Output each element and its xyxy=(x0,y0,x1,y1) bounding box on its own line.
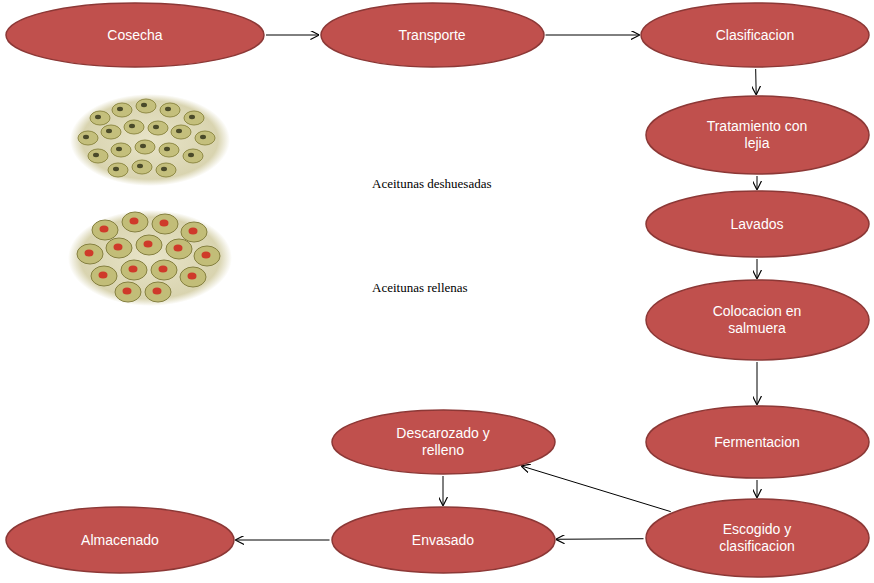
step-label: Envasado xyxy=(412,532,474,549)
step-label: Descarozado y relleno xyxy=(383,425,503,459)
process-ellipse: Almacenado xyxy=(5,506,235,574)
olive xyxy=(159,143,179,157)
ellipse-shape xyxy=(332,507,555,573)
step-label: Cosecha xyxy=(107,27,162,44)
olive xyxy=(78,131,98,145)
ellipse-shape xyxy=(641,3,869,67)
process-ellipse: Descarozado y relleno xyxy=(331,409,556,475)
caption-label: Aceitunas deshuesadas xyxy=(372,176,492,192)
process-ellipse: Escogido y clasificacion xyxy=(645,498,870,578)
olive xyxy=(92,220,118,240)
flow-arrow xyxy=(757,362,758,404)
flow-arrow xyxy=(757,480,758,497)
step-label: Transporte xyxy=(398,27,465,44)
olive xyxy=(124,120,144,134)
olive xyxy=(108,163,128,177)
flow-arrow xyxy=(266,35,319,36)
olive xyxy=(171,125,191,139)
ellipse-shape xyxy=(332,410,555,474)
process-ellipse: Transporte xyxy=(320,2,545,68)
flow-arrow xyxy=(522,466,671,512)
flow-arrow xyxy=(546,35,640,36)
process-ellipse: Envasado xyxy=(331,506,556,574)
process-ellipse: Clasificacion xyxy=(640,2,870,68)
flow-arrow xyxy=(556,538,643,540)
olive xyxy=(194,246,220,266)
step-label: Colocacion en salmuera xyxy=(702,303,812,337)
process-ellipse: Fermentacion xyxy=(645,405,870,479)
olive xyxy=(135,140,155,154)
ellipse-shape xyxy=(6,3,264,67)
olive xyxy=(181,222,207,242)
olive xyxy=(136,235,162,255)
olive xyxy=(156,163,176,177)
step-label: Clasificacion xyxy=(716,27,795,44)
pitted-olive-bowl xyxy=(70,94,230,186)
olive xyxy=(160,103,180,117)
process-ellipse: Tratamiento con lejia xyxy=(645,95,870,175)
flow-arrow xyxy=(757,259,758,278)
step-label: Tratamiento con lejia xyxy=(702,118,812,152)
ellipse-shape xyxy=(321,3,544,67)
olive xyxy=(91,266,117,286)
olive xyxy=(195,131,215,145)
olive xyxy=(112,103,132,117)
olive xyxy=(101,125,121,139)
olive xyxy=(115,282,141,302)
olive xyxy=(183,149,203,163)
step-label: Lavados xyxy=(731,216,784,233)
olive xyxy=(180,267,206,287)
ellipse-shape xyxy=(646,406,869,478)
ellipse-shape xyxy=(646,191,869,257)
ellipse-shape xyxy=(646,96,869,174)
process-ellipse: Colocacion en salmuera xyxy=(645,279,870,361)
olive xyxy=(151,260,177,280)
olive xyxy=(136,99,156,113)
flow-arrow xyxy=(443,476,444,505)
olive xyxy=(111,143,131,157)
olive xyxy=(88,149,108,163)
olive xyxy=(122,212,148,232)
olive xyxy=(132,160,152,174)
olive xyxy=(145,282,171,302)
ellipse-shape xyxy=(646,499,869,577)
flow-arrow xyxy=(757,176,758,189)
step-label: Fermentacion xyxy=(714,434,800,451)
caption-label: Aceitunas rellenas xyxy=(372,280,468,296)
olive xyxy=(106,238,132,258)
olive xyxy=(184,111,204,125)
olive xyxy=(152,214,178,234)
olive xyxy=(77,244,103,264)
step-label: Almacenado xyxy=(81,532,159,549)
ellipse-shape xyxy=(646,280,869,360)
flow-arrow xyxy=(755,69,757,94)
stuffed-olive-bowl xyxy=(68,210,232,306)
bowl xyxy=(68,210,232,306)
olive xyxy=(121,260,147,280)
olive xyxy=(90,111,110,125)
flow-arrow xyxy=(236,540,330,541)
process-ellipse: Lavados xyxy=(645,190,870,258)
process-ellipse: Cosecha xyxy=(5,2,265,68)
olive xyxy=(166,239,192,259)
step-label: Escogido y clasificacion xyxy=(702,521,812,555)
olive xyxy=(148,121,168,135)
bowl xyxy=(70,94,230,186)
ellipse-shape xyxy=(6,507,234,573)
